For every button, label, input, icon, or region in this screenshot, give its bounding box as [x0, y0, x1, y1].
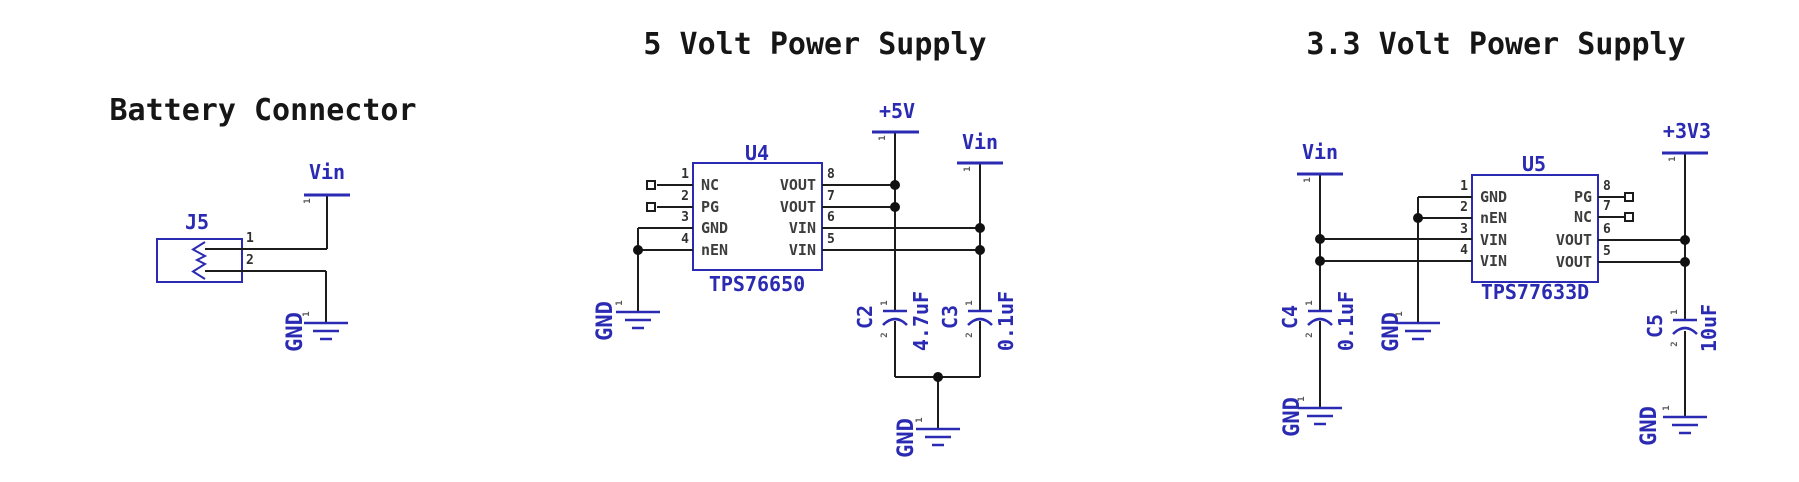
pin-number: 6: [1603, 222, 1611, 237]
gnd-symbol: [616, 310, 660, 330]
pin-name: VOUT: [779, 176, 816, 194]
pin-number: 6: [827, 210, 835, 225]
pin-name: nEN: [701, 241, 729, 259]
gnd-pin-number: 1: [915, 417, 925, 423]
ic-ref: U4: [744, 141, 770, 165]
gnd-pin-number: 1: [302, 311, 312, 317]
gnd-pin-number: 1: [1662, 405, 1672, 411]
pin-number: 3: [1460, 222, 1468, 237]
cap-pin-number: 1: [880, 300, 890, 306]
power-pin-number: 1: [1668, 156, 1678, 162]
cap-ref: C2: [853, 304, 877, 330]
pin-number: 8: [827, 167, 835, 182]
gnd-symbol: [304, 321, 348, 341]
pin-name: GND: [701, 219, 729, 237]
pin-number: 8: [1603, 179, 1611, 194]
u4-wires: [637, 132, 981, 429]
pin-number: 5: [1603, 244, 1611, 259]
net-label-vin: Vin: [1301, 140, 1339, 164]
pin-name: VOUT: [779, 198, 816, 216]
gnd-pin-number: 1: [1297, 396, 1307, 402]
pin-number: 1: [681, 167, 689, 182]
pin-number: 4: [1460, 243, 1468, 258]
pin-name: VOUT: [1555, 253, 1592, 271]
cap-pin-number: 2: [965, 332, 975, 338]
no-connect-marker: [1624, 192, 1634, 222]
cap-pin-number: 2: [880, 332, 890, 338]
pin-number: 3: [681, 210, 689, 225]
section-title-5v: 5 Volt Power Supply: [643, 27, 987, 62]
cap-pin-number: 2: [1305, 332, 1315, 338]
ic-u4-body: [692, 162, 823, 271]
section-title-3v3: 3.3 Volt Power Supply: [1306, 27, 1686, 62]
power-pin-number: 1: [303, 198, 313, 204]
cap-pin-number: 1: [1670, 309, 1680, 315]
pin-name: GND: [1480, 188, 1508, 206]
pin-name: VOUT: [1555, 231, 1592, 249]
ic-ref: U5: [1521, 152, 1547, 176]
pin-name: VIN: [788, 241, 816, 259]
power-pin-number: 1: [878, 135, 888, 141]
gnd-label: GND: [593, 301, 618, 341]
ic-part-number: TPS76650: [708, 272, 806, 296]
battery-wires: [205, 195, 328, 323]
gnd-symbol: [1298, 406, 1342, 426]
section-title-battery: Battery Connector: [109, 93, 417, 128]
power-pin-number: 1: [963, 166, 973, 172]
pin-number: 4: [681, 232, 689, 247]
pin-number: 2: [681, 189, 689, 204]
gnd-pin-number: 1: [615, 300, 625, 306]
pin-number: 1: [1460, 179, 1468, 194]
cap-pin-number: 2: [1670, 341, 1680, 347]
power-pin-number: 1: [1303, 177, 1313, 183]
cap-ref: C3: [938, 304, 962, 330]
pin-number: 7: [827, 189, 835, 204]
ic-part-number: TPS77633D: [1480, 280, 1590, 304]
gnd-symbol: [916, 427, 960, 447]
cap-value: 0.1uF: [994, 290, 1018, 352]
junction-dots-3v3: [1315, 213, 1690, 267]
cap-pin-number: 1: [965, 300, 975, 306]
connector-ref: J5: [184, 210, 210, 234]
gnd-label: GND: [894, 418, 919, 458]
gnd-pin-number: 1: [1395, 311, 1405, 317]
capacitor-c4-symbol: [1307, 309, 1333, 326]
pin-name: nEN: [1480, 209, 1508, 227]
connector-body: [156, 238, 243, 283]
pin-number: 2: [1460, 200, 1468, 215]
capacitor-c3-symbol: [967, 309, 993, 326]
capacitor-c5-symbol: [1672, 318, 1698, 335]
junction-dots-5v: [633, 180, 985, 382]
pin-name: PG: [701, 198, 720, 216]
battery-connector-symbol: [156, 238, 243, 283]
pin-name: VIN: [788, 219, 816, 237]
gnd-symbol: [1663, 415, 1707, 435]
pin-number: 1: [246, 231, 254, 246]
no-connect-marker: [646, 180, 656, 212]
capacitor-c2-symbol: [882, 309, 908, 326]
cap-ref: C5: [1643, 313, 1667, 339]
net-label-vin: Vin: [308, 160, 346, 184]
cap-value: 0.1uF: [1334, 290, 1358, 352]
cap-value: 10uF: [1697, 303, 1721, 353]
cap-value: 4.7uF: [909, 290, 933, 352]
pin-name: VIN: [1480, 252, 1508, 270]
net-label-vin: Vin: [961, 130, 999, 154]
pin-number: 5: [827, 232, 835, 247]
cap-pin-number: 1: [1305, 300, 1315, 306]
gnd-symbol: [1396, 321, 1440, 341]
pin-name: NC: [1573, 208, 1592, 226]
net-label-5v: +5V: [878, 99, 916, 123]
pin-name: PG: [1573, 188, 1592, 206]
pin-number: 2: [246, 253, 254, 268]
net-label-3v3: +3V3: [1662, 119, 1712, 143]
connector-contacts: [191, 241, 208, 280]
cap-ref: C4: [1278, 304, 1302, 330]
pin-name: NC: [701, 176, 720, 194]
gnd-label: GND: [1637, 406, 1662, 446]
ic-u5-body: [1471, 174, 1599, 283]
pin-number: 7: [1603, 199, 1611, 214]
pin-name: VIN: [1480, 231, 1508, 249]
